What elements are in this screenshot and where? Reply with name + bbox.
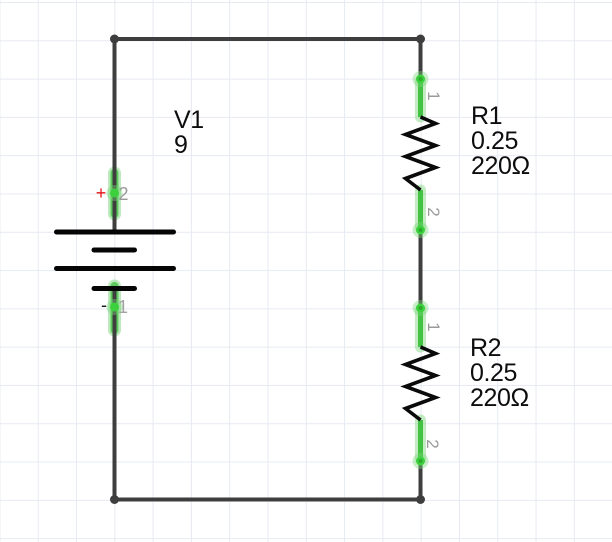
battery-symbol[interactable] [54, 229, 176, 291]
resistor-r1-zigzag[interactable] [400, 115, 441, 192]
battery-positive-pin-number: 2 [118, 183, 129, 204]
resistor-r2-symbol[interactable] [400, 304, 441, 465]
pin-dot-battery-positive[interactable] [106, 185, 123, 201]
pin-dot-r1-1[interactable] [412, 71, 429, 87]
pin-dot-center [418, 77, 423, 81]
pin-dot-r1-2[interactable] [412, 222, 429, 238]
battery-negative-sign: - [101, 295, 107, 315]
resistor-r1-symbol[interactable] [400, 75, 441, 234]
pin-dot-center [418, 459, 423, 463]
pin-dot-core [110, 302, 119, 312]
junction-dot-top-right[interactable] [416, 34, 425, 44]
r2-pin1-number: 1 [423, 322, 443, 332]
r1-pin2-number: 2 [423, 207, 443, 217]
junction-dot-bottom-left[interactable] [110, 495, 119, 504]
battery-positive-sign: + [95, 183, 107, 203]
r1-resistance: 220Ω [471, 152, 530, 180]
r1-power: 0.25 [471, 127, 519, 155]
junction-dot-bottom-right[interactable] [416, 495, 425, 504]
junction-dot-top-left[interactable] [110, 34, 119, 44]
resistor-r2-zigzag[interactable] [400, 345, 441, 422]
pin-dot-r2-2[interactable] [412, 453, 429, 469]
pin-dot-battery-negative[interactable] [106, 299, 123, 315]
battery-designator: V1 [174, 106, 204, 134]
r1-designator: R1 [471, 102, 503, 130]
battery-negative-pin-number: 1 [117, 297, 129, 317]
junction-dots [110, 34, 425, 504]
resistor-r2-label[interactable]: R2 0.25 220Ω [470, 336, 529, 411]
r1-pin1-number: 1 [423, 91, 443, 101]
r2-power: 0.25 [470, 359, 518, 387]
pin-dot-center [418, 228, 423, 232]
pin-dot-center [418, 306, 423, 310]
battery-label[interactable]: V1 9 [174, 108, 204, 158]
pin-dot-core [110, 188, 119, 198]
r2-designator: R2 [470, 334, 502, 362]
battery-value: 9 [174, 131, 188, 159]
resistor-r1-label[interactable]: R1 0.25 220Ω [471, 104, 530, 179]
wires [112, 37, 423, 502]
r2-pin2-number: 2 [422, 439, 442, 449]
pin-dots [106, 71, 429, 469]
r2-resistance: 220Ω [470, 384, 529, 412]
pin-dot-r2-1[interactable] [412, 300, 429, 316]
